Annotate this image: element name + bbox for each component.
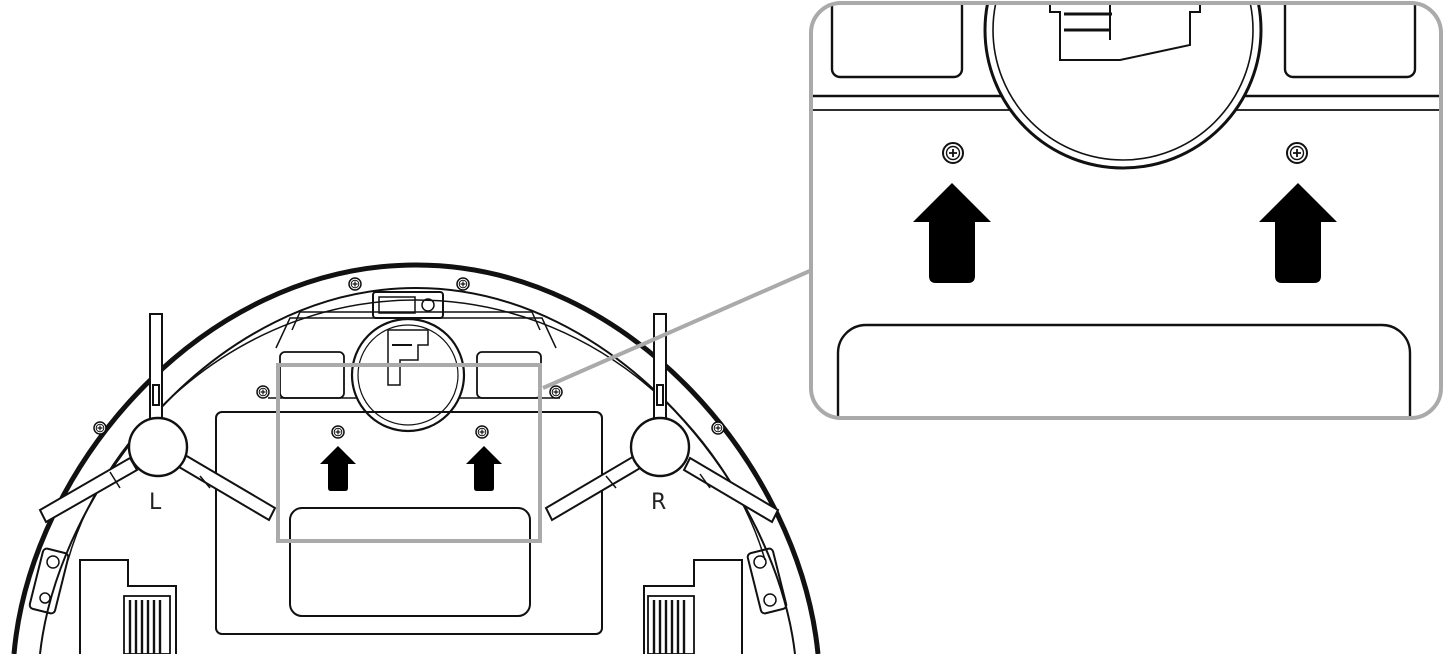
front-caster-housing [372,291,444,319]
right-brush-label: R [651,490,666,515]
screw-icon [475,425,489,439]
arrow-up-icon [320,446,356,491]
arrow-up-icon [913,183,991,283]
zoom-right-compartment [1283,3,1417,79]
zoom-bin-slot [836,323,1412,418]
screw-icon [549,385,563,399]
highlight-box [276,363,542,543]
screw-icon [1286,142,1308,164]
outer-shell [11,262,821,654]
left-cliff-sensor [28,547,70,615]
zoom-callout [809,1,1443,420]
left-side-brush [38,313,277,524]
zoom-connector [542,268,813,390]
left-compartment [279,351,345,399]
body-arrows [320,446,502,491]
right-side-brush [544,313,780,524]
zoom-left-compartment [830,3,964,79]
robot-body [11,262,821,654]
left-brush-label: L [149,490,162,515]
right-compartment [476,351,542,399]
screw-icon [711,421,725,435]
bin-slot [289,507,531,617]
arrow-up-icon [1259,183,1337,283]
screw-icon [256,385,270,399]
zoom-frame [809,1,1443,420]
screw-icon [456,277,470,291]
screw-icon [331,425,345,439]
screw-icon [93,421,107,435]
arrow-up-icon [466,446,502,491]
bottom-panel [215,411,603,635]
screw-icon [348,277,362,291]
screw-icon [942,142,964,164]
right-cliff-sensor [746,547,788,615]
center-wheel [350,317,466,433]
